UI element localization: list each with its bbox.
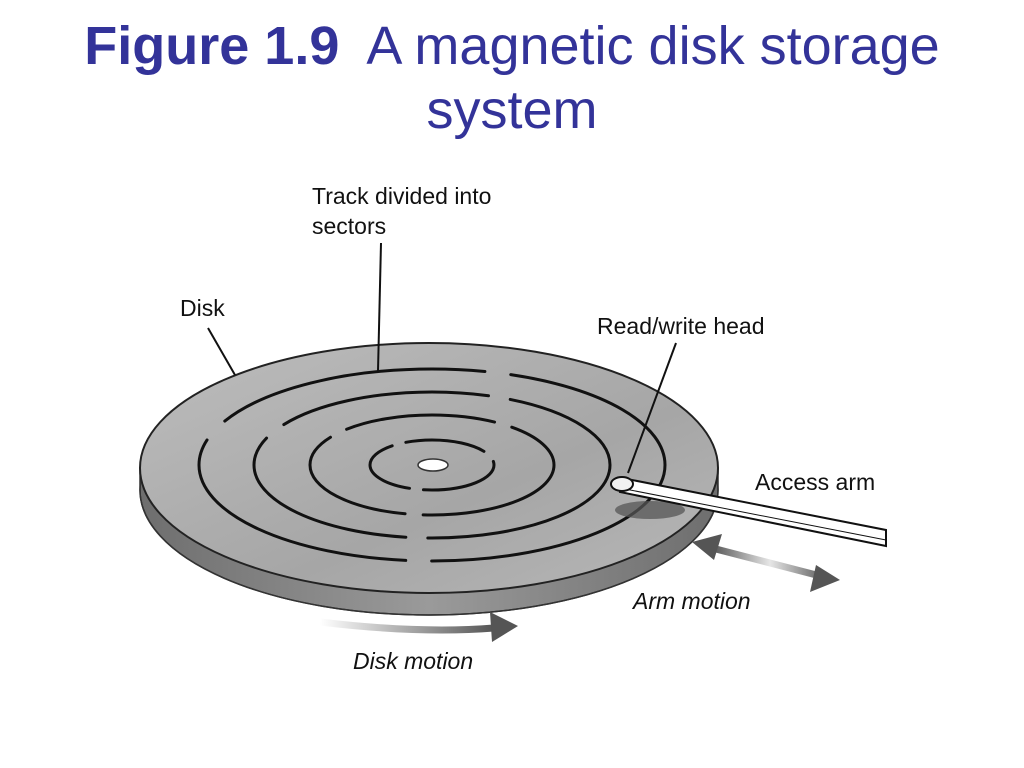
slide-title: Figure 1.9 A magnetic disk storage syste… <box>0 14 1024 142</box>
access-arm <box>610 476 887 548</box>
disk-leader <box>207 327 236 376</box>
disk-label: Disk <box>180 295 225 321</box>
read-write-head-label: Read/write head <box>597 313 765 339</box>
access-arm-label: Access arm <box>755 469 876 495</box>
disk-tracks <box>197 367 667 563</box>
leader-lines <box>207 242 677 474</box>
figure-number: Figure 1.9 <box>84 16 340 76</box>
spindle-hole <box>417 458 449 472</box>
head-leader <box>627 342 677 474</box>
track-leader <box>377 242 382 372</box>
arm-motion-label: Arm motion <box>633 588 751 614</box>
disk-motion-arrow <box>319 612 518 642</box>
figure-caption: A magnetic disk storage system <box>366 16 940 140</box>
track <box>308 413 556 517</box>
disk-motion-label: Disk motion <box>353 648 474 674</box>
track <box>368 438 496 492</box>
arm-motion-arrow <box>692 534 840 592</box>
track <box>252 390 612 540</box>
head-shadow <box>615 501 685 519</box>
track <box>197 367 667 563</box>
track-label: Track divided into sectors <box>312 183 492 239</box>
read-write-head <box>610 476 634 492</box>
